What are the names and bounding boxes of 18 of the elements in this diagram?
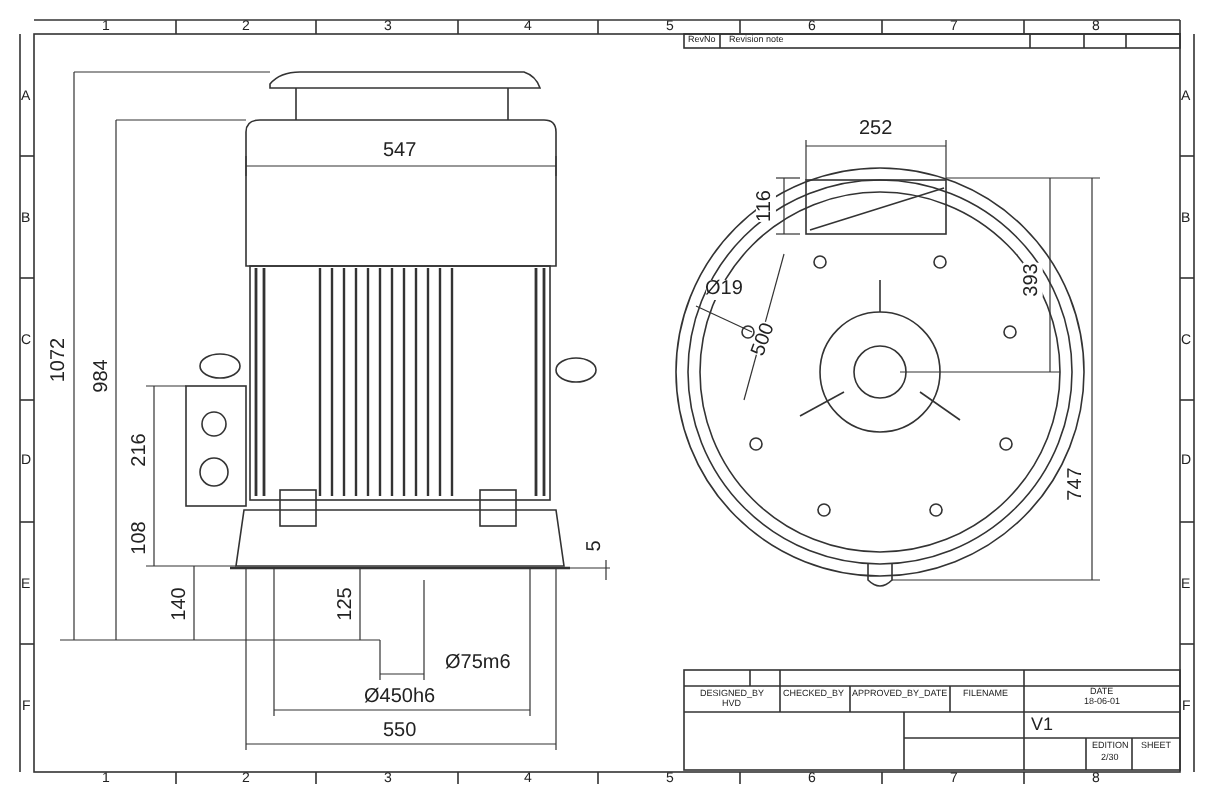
dimension-value: 125 [335, 587, 356, 621]
dimension-value: 140 [169, 587, 190, 621]
dimension-value: 547 [383, 142, 417, 162]
dimension-value: 108 [129, 521, 150, 555]
dimension-value: 500 [748, 320, 779, 360]
dimension-value: 393 [1021, 263, 1042, 297]
dimension-value: 550 [383, 722, 417, 742]
dimension-value: 116 [755, 190, 776, 222]
dimension-value: 252 [859, 120, 893, 140]
dimension-value: Ø19 [705, 280, 743, 300]
title-block-value: V1 [1031, 715, 1054, 733]
dimension-value: 984 [91, 359, 112, 393]
dimension-value: 1072 [50, 337, 71, 383]
dimension-value: Ø75m6 [445, 654, 511, 674]
dimension-value: 747 [1065, 467, 1086, 501]
dimension-value: 216 [129, 433, 150, 467]
dimension-value: Ø450h6 [364, 688, 436, 708]
dimension-value: 5 [585, 540, 606, 552]
